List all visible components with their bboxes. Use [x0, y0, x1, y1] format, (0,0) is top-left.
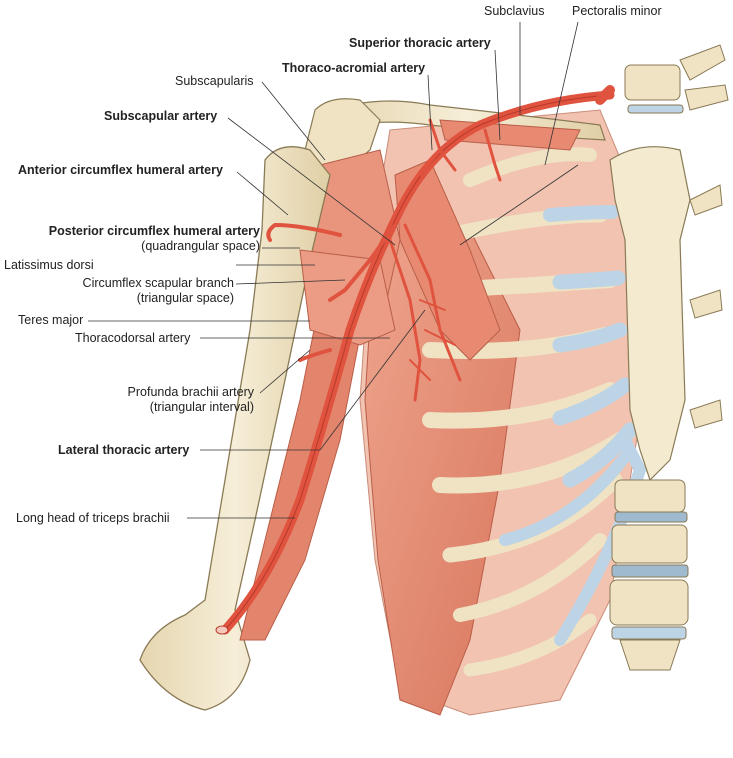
label-quadrangular-space: (quadrangular space)	[141, 239, 260, 253]
superior-thoracic-branch	[483, 128, 502, 182]
rib-9	[463, 613, 597, 677]
label-profunda-brachii-artery: Profunda brachii artery (triangular inte…	[40, 385, 254, 415]
label-subscapularis: Subscapularis	[175, 74, 254, 88]
label-circumflex-scapular-title: Circumflex scapular branch	[82, 276, 234, 290]
label-long-head-of-triceps-brachii: Long head of triceps brachii	[16, 511, 170, 525]
label-superior-thoracic-artery: Superior thoracic artery	[349, 36, 491, 50]
label-posterior-circumflex-humeral-artery: Posterior circumflex humeral artery (qua…	[6, 224, 260, 254]
costal-cartilage-3	[552, 270, 626, 290]
costal-cartilage-4	[552, 322, 628, 353]
thoraco-acromial-branch	[418, 118, 457, 177]
costal-cartilage-5	[552, 377, 633, 426]
label-subscapular-artery: Subscapular artery	[104, 109, 218, 123]
leader-lines	[88, 21, 579, 519]
costal-cartilage-2	[543, 205, 619, 222]
rib-1	[463, 147, 597, 187]
subclavian-stump	[595, 85, 615, 105]
arteries	[215, 85, 615, 635]
label-posterior-circumflex-title: Posterior circumflex humeral artery	[48, 224, 260, 238]
label-triangular-interval: (triangular interval)	[149, 400, 254, 414]
label-latissimus-dorsi: Latissimus dorsi	[4, 258, 94, 272]
thoracodorsal-branch	[388, 238, 422, 402]
label-circumflex-scapular-branch: Circumflex scapular branch (triangular s…	[20, 276, 234, 306]
sternum	[609, 146, 691, 482]
subscapular-branch	[328, 223, 397, 302]
costal-cartilage-6	[562, 422, 638, 488]
rib-8	[453, 533, 607, 622]
circumflex-humeral-branches	[266, 222, 342, 242]
label-thoraco-acromial-artery: Thoraco-acromial artery	[282, 61, 426, 75]
label-teres-major: Teres major	[18, 313, 84, 327]
pectoralis-minor-muscle	[394, 159, 501, 361]
artery-cut-end	[215, 625, 229, 635]
rib-cage	[422, 147, 647, 677]
label-triangular-space: (triangular space)	[136, 291, 234, 305]
humerus	[139, 146, 331, 711]
label-anterior-circumflex-humeral-artery: Anterior circumflex humeral artery	[18, 163, 223, 177]
label-lateral-thoracic-artery: Lateral thoracic artery	[58, 443, 190, 457]
profunda-brachii-branch	[298, 348, 332, 362]
label-pectoralis-minor: Pectoralis minor	[572, 4, 662, 18]
label-subclavius: Subclavius	[484, 4, 545, 18]
label-profunda-brachii-title: Profunda brachii artery	[127, 385, 254, 399]
costal-margin	[499, 438, 647, 646]
vertebral-column	[609, 44, 729, 671]
label-thoracodorsal-artery: Thoracodorsal artery	[75, 331, 191, 345]
